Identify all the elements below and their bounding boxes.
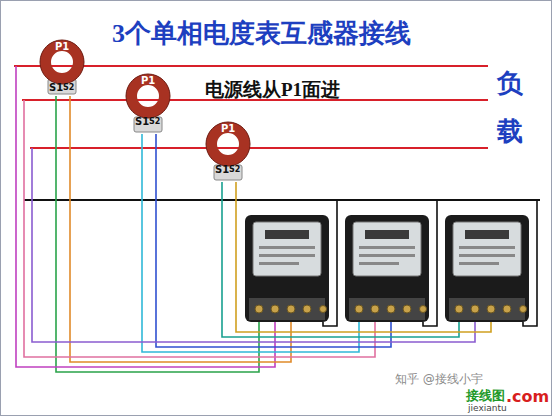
neutral-line [24, 199, 540, 201]
note-text: 电源线从P1面进 [205, 80, 340, 101]
terminal-label: S1 [215, 164, 229, 175]
terminal-label: S2 [149, 118, 160, 127]
terminal-label: S1 [135, 116, 149, 127]
terminal-label: P1 [221, 123, 235, 134]
energy-meters [245, 215, 529, 322]
watermark: 接线图 [466, 389, 505, 403]
terminal-label: P1 [55, 41, 69, 52]
terminal-label: P1 [141, 75, 155, 86]
meter-wires [16, 66, 491, 372]
load-text: 载 [497, 118, 523, 147]
watermark: .com [506, 388, 549, 406]
watermark: 知乎 @接线小宇 [395, 373, 483, 386]
terminal-label: S2 [229, 166, 240, 175]
terminal-label: S1 [49, 82, 63, 93]
terminal-label: S2 [63, 84, 74, 93]
watermark: jiexiantu [468, 404, 507, 414]
current-transformers [40, 40, 250, 180]
diagram-title: 3个单相电度表互感器接线 [112, 20, 411, 49]
neutral-wires [323, 200, 537, 326]
phase-lines [14, 66, 488, 148]
load-text: 负 [497, 70, 523, 99]
